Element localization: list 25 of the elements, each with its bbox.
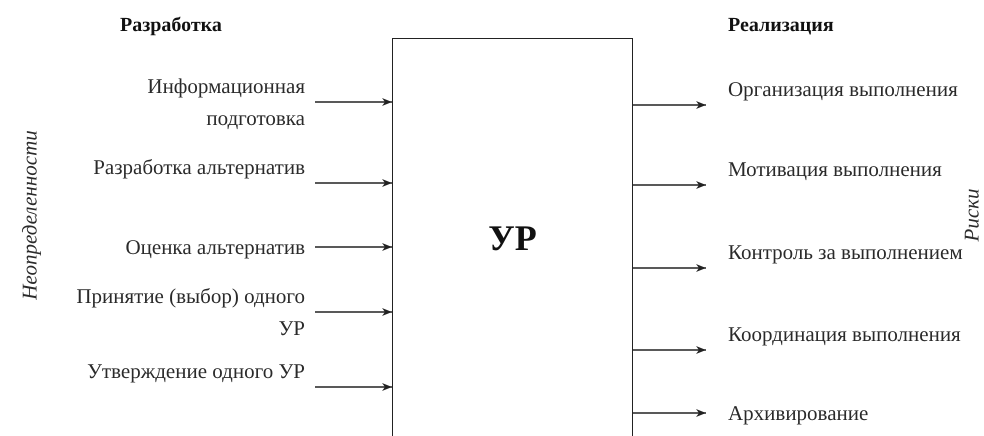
step-label: Утверждение одного УР bbox=[50, 355, 305, 387]
arrow bbox=[633, 264, 706, 272]
step-label: Оценка альтернатив bbox=[50, 231, 305, 263]
process-box bbox=[392, 38, 633, 436]
side-caption: Неопределенности bbox=[18, 130, 42, 300]
arrow bbox=[633, 346, 706, 354]
side-caption: Риски bbox=[960, 188, 984, 242]
arrow bbox=[633, 409, 706, 417]
step-label: Разработка альтернатив bbox=[50, 151, 305, 183]
step-label: Организация выполнения bbox=[728, 73, 968, 105]
arrow bbox=[315, 179, 392, 187]
step-label: Принятие (выбор) одного УР bbox=[50, 280, 305, 344]
step-label: Координация выполнения bbox=[728, 318, 968, 350]
arrow bbox=[633, 181, 706, 189]
arrow bbox=[315, 383, 392, 391]
step-label: Информационная подготовка bbox=[50, 70, 305, 134]
step-label: Архивирование bbox=[728, 397, 968, 429]
column-heading: Реализация bbox=[728, 14, 834, 37]
step-label: Мотивация выполнения bbox=[728, 153, 968, 185]
box-title: УР bbox=[488, 216, 537, 258]
arrow bbox=[315, 98, 392, 106]
column-heading: Разработка bbox=[120, 14, 222, 37]
arrow bbox=[315, 308, 392, 316]
arrow bbox=[633, 101, 706, 109]
arrow bbox=[315, 243, 392, 251]
